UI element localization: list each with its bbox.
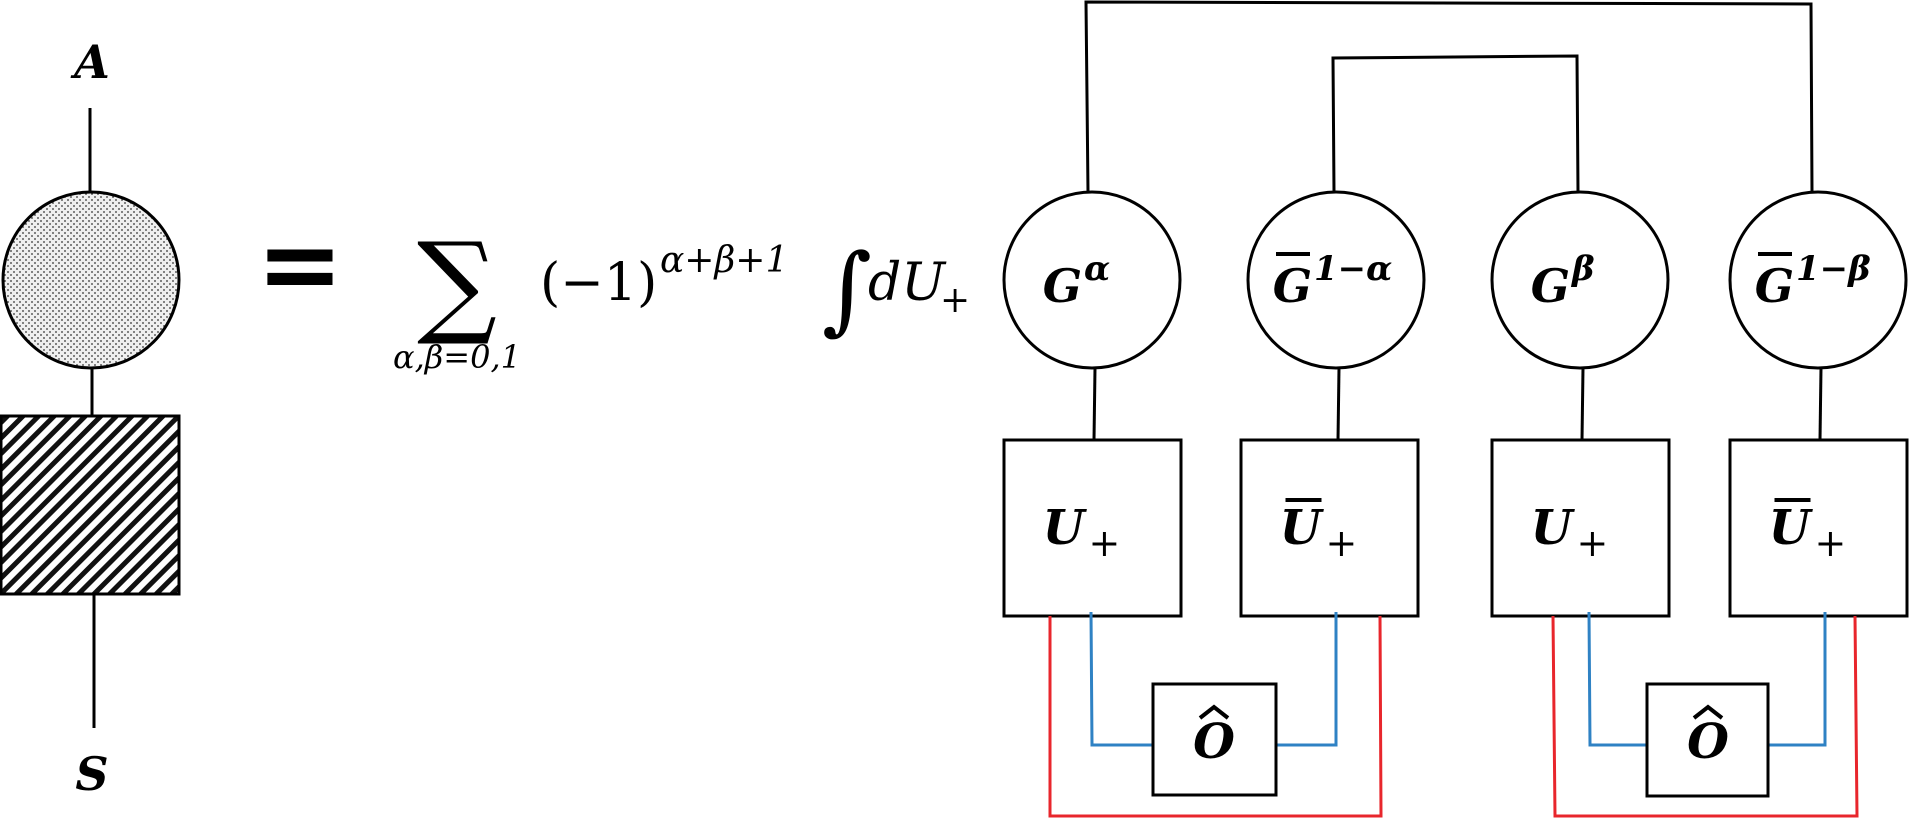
box-shape	[1239, 438, 1420, 618]
blue-wire-left-b	[1276, 612, 1338, 747]
u-box-1: U+	[1002, 438, 1183, 618]
sum-subscript: α,β=0,1	[393, 338, 521, 376]
red-wire-right	[1551, 615, 1859, 818]
circle-label-sup: 1−α	[1314, 249, 1392, 289]
box-shape	[1728, 438, 1909, 618]
blue-wire-right-b	[1768, 612, 1827, 747]
measure-subscript: +	[940, 280, 970, 321]
u-boxes: U+U+U+U+	[1002, 438, 1909, 618]
circle-box-wire	[1336, 367, 1341, 441]
box-label-sub: +	[1577, 521, 1609, 565]
outer-top-wire	[1084, 0, 1814, 193]
circle-label-sup: β	[1570, 249, 1595, 289]
circle-shape	[1728, 190, 1908, 370]
box-label-base: U	[1280, 500, 1325, 556]
circle-shape	[1246, 190, 1426, 370]
circle-box-wire	[1818, 367, 1823, 441]
blue-wire-left-a	[1089, 611, 1153, 747]
top-connections	[1084, 0, 1814, 193]
left-tensor: A S	[0, 35, 181, 801]
bottom-connections	[1048, 611, 1859, 818]
top-label-A: A	[70, 35, 110, 89]
box-shape	[1002, 438, 1183, 618]
u-box-4: U+	[1728, 438, 1909, 618]
circle-label-base: G	[1531, 259, 1570, 313]
circle-label-sup: 1−β	[1796, 249, 1871, 289]
bottom-label-S: S	[75, 747, 108, 801]
box-label-base: U	[1769, 500, 1814, 556]
operator-label: O	[1193, 714, 1235, 770]
hat-icon	[1198, 704, 1230, 720]
box-shape	[1490, 438, 1671, 618]
operator-shape	[1645, 682, 1770, 798]
box-label-base: U	[1043, 500, 1088, 556]
blue-wire-right-a	[1587, 611, 1647, 747]
equals-sign: =	[256, 203, 343, 325]
o-operator-box-2: O	[1645, 682, 1770, 798]
circle-box-wire	[1580, 367, 1585, 441]
measure-dU: dU	[868, 253, 947, 313]
circle-shape	[1490, 190, 1670, 370]
operator-label: O	[1687, 714, 1729, 770]
inner-top-wire	[1331, 54, 1580, 193]
sign-exponent: α+β+1	[660, 240, 788, 281]
red-wire-left	[1048, 615, 1383, 818]
o-operator-box-1: O	[1151, 682, 1278, 797]
box-label-sub: +	[1815, 521, 1847, 565]
circle-label-base: G	[1755, 259, 1794, 313]
box-label-sub: +	[1089, 521, 1121, 565]
dotted-circle-tensor	[1, 190, 181, 370]
circle-box-wire	[1092, 367, 1097, 441]
circle-label-base: G	[1043, 259, 1082, 313]
operator-shape	[1151, 682, 1278, 797]
box-label-sub: +	[1326, 521, 1358, 565]
circle-label-base: G	[1273, 259, 1312, 313]
sign-factor: (−1)	[540, 253, 657, 313]
integral-symbol: ∫	[822, 233, 872, 345]
box-label-base: U	[1531, 500, 1576, 556]
circle-label-sup: α	[1084, 249, 1110, 289]
hat-icon	[1692, 704, 1724, 720]
circle-shape	[1002, 190, 1182, 370]
sum-symbol: ∑	[417, 219, 497, 349]
u-box-2: U+	[1239, 438, 1420, 618]
formula: ∑ α,β=0,1 (−1) α+β+1 ∫ dU +	[393, 219, 970, 376]
hatched-box-tensor	[0, 414, 181, 596]
u-box-3: U+	[1490, 438, 1671, 618]
